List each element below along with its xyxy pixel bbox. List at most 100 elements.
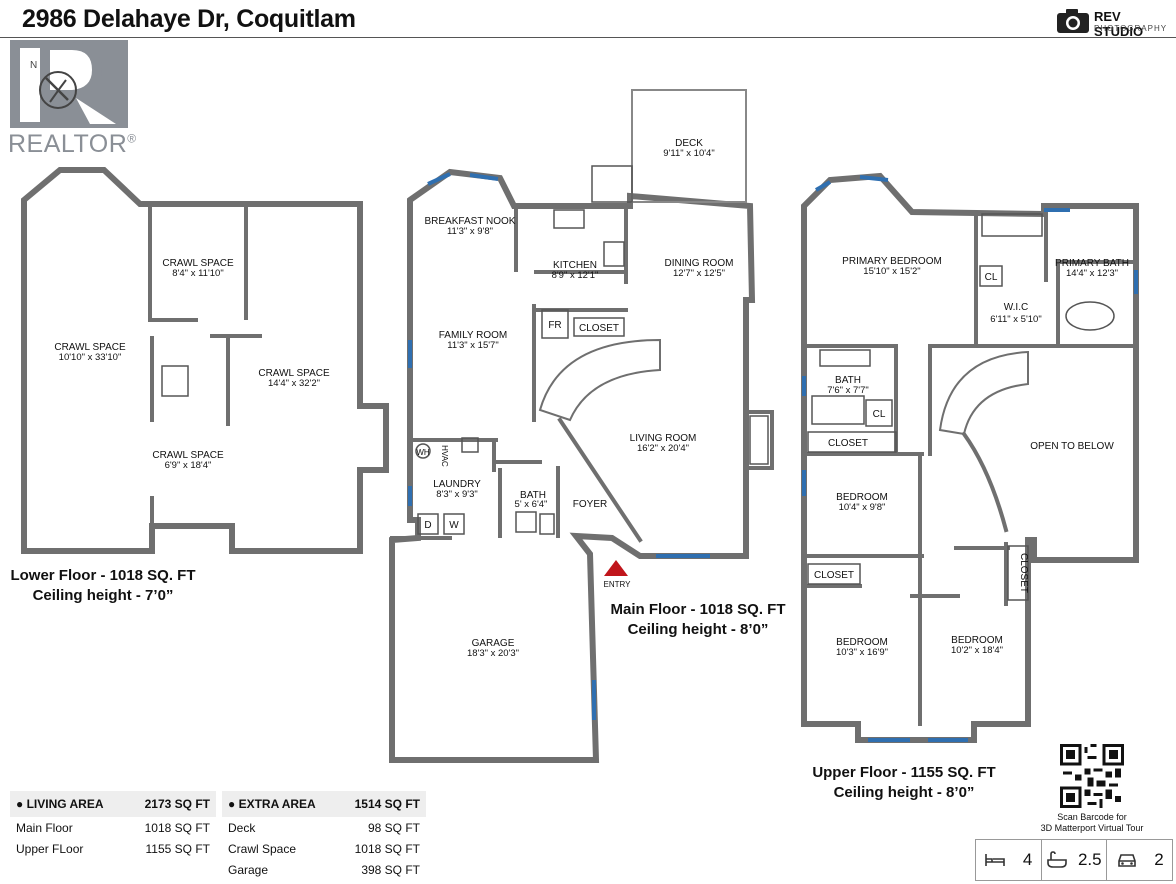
room-dimension: 5' x 6'4" xyxy=(515,499,548,510)
bed-icon xyxy=(985,854,1006,866)
extra-area-total: 1514 SQ FT xyxy=(336,791,426,817)
table-header-row: ● EXTRA AREA 1514 SQ FT xyxy=(222,791,426,817)
page-title: 2986 Delahaye Dr, Coquitlam xyxy=(22,5,356,33)
table-row: Deck 98 SQ FT xyxy=(222,817,426,838)
main-stair xyxy=(538,338,661,422)
washer-label: W xyxy=(449,520,459,531)
extra-area-header-text: EXTRA AREA xyxy=(238,797,316,811)
room-name: LIVING ROOM xyxy=(630,433,697,444)
brand-name: REV STUDIO xyxy=(1094,9,1144,39)
room-dimension: 14'4" x 32'2" xyxy=(268,378,320,389)
cl-label: CL xyxy=(985,272,998,283)
row-value: 98 SQ FT xyxy=(367,820,420,835)
lower-floor-interior-walls xyxy=(148,202,262,528)
bathtub-icon xyxy=(1065,301,1115,331)
upper-cl-box xyxy=(865,399,893,427)
baths-stat: 2.5 xyxy=(1040,840,1107,880)
room-name: BATH xyxy=(520,490,546,501)
room-name: DINING ROOM xyxy=(665,258,734,269)
garage-count: 2 xyxy=(1154,850,1164,869)
qr-code-icon[interactable] xyxy=(1060,744,1124,808)
room-dimension: 10'10" x 33'10" xyxy=(59,352,122,363)
room-name: PRIMARY BATH xyxy=(1055,258,1129,269)
row-label: Deck xyxy=(228,820,256,835)
lower-floor-area: Lower Floor - 1018 SQ. FT xyxy=(10,567,196,584)
table-header-row: ● LIVING AREA 2173 SQ FT xyxy=(10,791,216,817)
row-value: 1018 SQ FT xyxy=(354,841,420,856)
living-area-header-text: LIVING AREA xyxy=(26,797,104,811)
room-dimension: 11'3" x 15'7" xyxy=(447,340,498,351)
upper-floor-outline xyxy=(801,172,1139,743)
qr-caption-line2: 3D Matterport Virtual Tour xyxy=(1040,823,1144,833)
main-floor-caption: Main Floor - 1018 SQ. FT Ceiling height … xyxy=(600,600,796,640)
closet-label: CLOSET xyxy=(828,438,868,449)
fixtures xyxy=(161,165,1115,601)
realtor-wordmark-text: REALTOR xyxy=(8,130,128,158)
stove-icon xyxy=(603,241,625,267)
closet-label: CLOSET xyxy=(1018,553,1029,593)
entry-label: ENTRY xyxy=(604,580,632,589)
open-to-below-label: OPEN TO BELOW xyxy=(1030,441,1114,452)
table-row: Upper FLoor 1155 SQ FT xyxy=(10,838,216,859)
deck-stair-icon xyxy=(591,165,633,203)
realtor-logo-icon: N xyxy=(10,40,128,128)
room-dimension: 10'2" x 18'4" xyxy=(951,645,1003,656)
table-row: Garage 398 SQ FT xyxy=(222,859,426,880)
fr-label: FR xyxy=(548,320,561,331)
wic-cl-box xyxy=(979,265,1003,287)
main-floor-interior-walls xyxy=(390,204,774,543)
walls xyxy=(21,89,1139,763)
bedroom3-closet-box xyxy=(1007,545,1029,601)
closet-box xyxy=(573,317,625,337)
dryer-label: D xyxy=(424,520,431,531)
water-heater-icon xyxy=(415,443,431,459)
room-dimension: 7'6" x 7'7" xyxy=(827,385,869,396)
room-dimension: 6'9" x 18'4" xyxy=(165,460,212,471)
room-name: GARAGE xyxy=(472,638,515,649)
upper-floor-ceiling: Ceiling height - 8’0” xyxy=(833,784,975,801)
row-label: Upper FLoor xyxy=(16,841,84,856)
car-icon xyxy=(1117,854,1136,867)
upper-railing xyxy=(961,431,1009,533)
upper-floor-area: Upper Floor - 1155 SQ. FT xyxy=(812,764,996,781)
bathtub-icon xyxy=(1047,851,1068,868)
room-name: FAMILY ROOM xyxy=(439,330,508,341)
room-dimension: 14'4" x 12'3" xyxy=(1066,268,1118,279)
row-label: Main Floor xyxy=(16,820,73,835)
fireplace-icon xyxy=(541,309,569,339)
room-name: DECK xyxy=(675,138,703,149)
room-dimension: 8'9" x 12'1" xyxy=(552,270,599,281)
vanity-icon xyxy=(981,213,1043,237)
brand-subtitle: PHOTOGRAPHY xyxy=(1094,24,1168,33)
living-area-table: ● LIVING AREA 2173 SQ FT Main Floor 1018… xyxy=(10,791,216,859)
camera-icon xyxy=(1057,9,1089,33)
main-floor-area: Main Floor - 1018 SQ. FT xyxy=(610,601,786,618)
room-dimension: 11'3" x 9'8" xyxy=(447,226,493,237)
room-name: BATH xyxy=(835,375,861,386)
living-area-total: 2173 SQ FT xyxy=(125,791,216,817)
hvac-label: HVAC xyxy=(440,445,449,467)
room-name: W.I.C xyxy=(1004,302,1028,313)
upper-vanity-icon xyxy=(819,349,871,367)
room-name: CRAWL SPACE xyxy=(54,342,126,353)
lower-floor-caption: Lower Floor - 1018 SQ. FT Ceiling height… xyxy=(8,566,198,606)
bedroom-closet-box xyxy=(807,563,861,585)
room-name: CRAWL SPACE xyxy=(258,368,330,379)
toilet-icon xyxy=(539,513,555,535)
garage-stat: 2 xyxy=(1106,840,1172,880)
main-floor-ceiling: Ceiling height - 8’0” xyxy=(627,621,769,638)
room-dimension: 16'2" x 20'4" xyxy=(637,443,689,454)
room-name: KITCHEN xyxy=(553,260,597,271)
closet-label: CLOSET xyxy=(579,323,619,334)
room-dimension: 18'3" x 20'3" xyxy=(467,648,519,659)
room-dimension: 15'10" x 15'2" xyxy=(863,266,920,277)
upper-closet-box xyxy=(807,431,897,453)
cl-label: CL xyxy=(873,409,886,420)
room-name: CRAWL SPACE xyxy=(152,450,224,461)
room-dimension: 9'11" x 10'4" xyxy=(663,148,714,159)
upper-stair xyxy=(938,350,1029,436)
room-name: BREAKFAST NOOK xyxy=(425,216,516,227)
row-value: 1155 SQ FT xyxy=(145,841,210,856)
realtor-wordmark: REALTOR® xyxy=(8,130,137,159)
